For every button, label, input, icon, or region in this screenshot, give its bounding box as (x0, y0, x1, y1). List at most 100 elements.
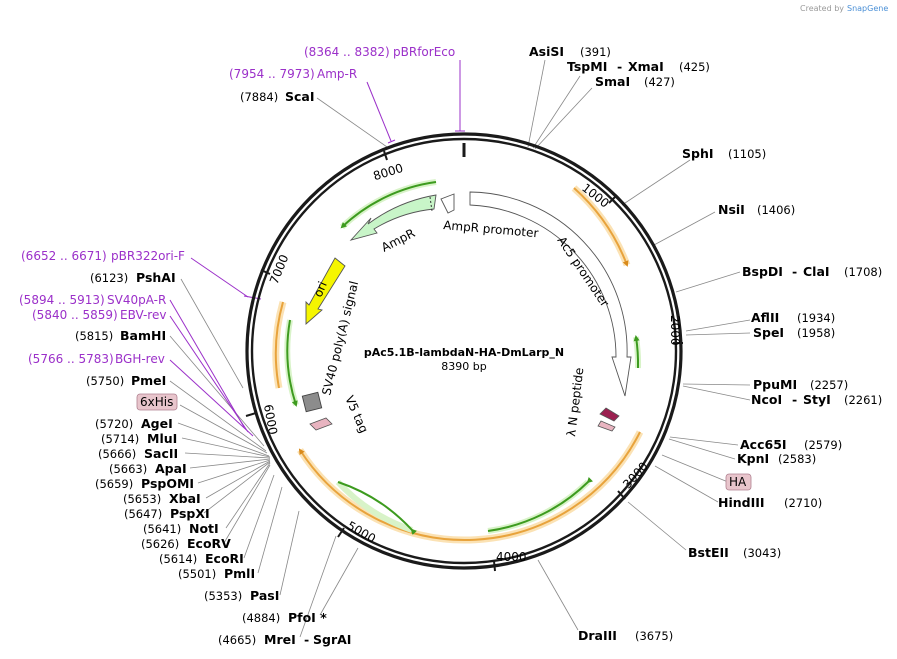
site-pasi-pos: (5353) (204, 589, 242, 603)
site-acc65i-name: Acc65I (740, 437, 787, 452)
site-pshai-pos: (6123) (90, 271, 128, 285)
site-bspdi-pos: (1708) (844, 265, 882, 279)
site-ecori-name: EcoRI (205, 551, 244, 566)
credit-prefix: Created by (800, 4, 844, 13)
site-xbai-pos: (5653) (123, 492, 161, 506)
primer-ebv-name: EBV-rev (120, 308, 166, 322)
site-kpni-pos: (2583) (778, 452, 816, 466)
primer-pbrforeco-name: pBRforEco (393, 45, 455, 59)
label-ampr: AmpR (379, 226, 417, 255)
site-ha-name: HA (729, 475, 747, 489)
v5-tag-shape (309, 417, 333, 431)
tick-7000: 7000 (267, 253, 291, 287)
site-sphi-name: SphI (682, 146, 714, 161)
site-sphi-pos: (1105) (728, 147, 766, 161)
site-hindiii-pos: (2710) (784, 496, 822, 510)
tick-8000: 8000 (372, 161, 405, 183)
site-clai-name: ClaI (803, 264, 830, 279)
lambda-n-shape (599, 407, 620, 422)
site-sixhis-name: 6xHis (140, 395, 173, 409)
site-mrei-pos: (4665) (218, 633, 256, 647)
site-scai-name: ScaI (285, 89, 315, 104)
site-pshai-name: PshAI (136, 270, 176, 285)
site-aflii-name: AflII (751, 310, 779, 325)
site-mrei-dash: - (304, 632, 309, 647)
sixhis-badge (136, 393, 178, 411)
site-pfoi-name: PfoI * (288, 610, 327, 625)
site-xbai-name: XbaI (169, 491, 201, 506)
orf-arcs (272, 185, 644, 544)
primer-ampr-range: (7954 .. 7973) (229, 67, 315, 81)
label-ampr-promoter: AmpR promoter (443, 218, 539, 240)
backbone-inner (250, 137, 678, 565)
site-tspmi-pos: (425) (679, 60, 710, 74)
site-smai-pos: (427) (644, 75, 675, 89)
ha-shape (597, 420, 616, 432)
right-enzyme-labels: AsiSI (391) TspMI - XmaI (425) SmaI (427… (529, 44, 882, 643)
primer-labels: (8364 .. 8382) pBRforEco (7954 .. 7973) … (19, 45, 455, 366)
site-aflii-pos: (1934) (797, 311, 835, 325)
site-nsii-pos: (1406) (757, 203, 795, 217)
site-spei-name: SpeI (753, 325, 784, 340)
site-tspmi-name: TspMI (567, 59, 607, 74)
leader-lines (169, 59, 751, 638)
primer-bgh-range: (5766 .. 5783) (28, 352, 114, 366)
site-kpni-name: KpnI (737, 451, 769, 466)
site-pmei-pos: (5750) (86, 374, 124, 388)
primer-ebv-range: (5840 .. 5859) (32, 308, 118, 322)
site-bsteii-name: BstEII (688, 545, 729, 560)
site-pmli-pos: (5501) (178, 567, 216, 581)
site-mlui-pos: (5714) (101, 432, 139, 446)
primer-sv40pa-name: SV40pA-R (107, 293, 166, 307)
feature-labels: AmpR promoter AmpR Ac5 promoter ori SV40… (311, 218, 612, 437)
credit-brand: SnapGene (847, 4, 888, 13)
site-ppumi-name: PpuMI (753, 377, 797, 392)
site-ppumi-pos: (2257) (810, 378, 848, 392)
site-mrei-name: MreI (264, 632, 296, 647)
site-ecorv-name: EcoRV (187, 536, 231, 551)
site-bamhi-pos: (5815) (75, 329, 113, 343)
site-nsii-name: NsiI (718, 202, 745, 217)
ac5-promoter-arrow (469, 191, 632, 397)
site-ecori-pos: (5614) (159, 552, 197, 566)
site-ncoi-name: NcoI (751, 392, 782, 407)
site-ecorv-pos: (5626) (141, 537, 179, 551)
site-bamhi-name: BamHI (120, 328, 166, 343)
site-styi-name: StyI (803, 392, 831, 407)
site-pspxi-pos: (5647) (124, 507, 162, 521)
primer-pbr322ori-name: pBR322ori-F (111, 249, 185, 263)
site-asisi-pos: (391) (580, 45, 611, 59)
backbone-outer (245, 132, 683, 570)
plasmid-name: pAc5.1B-lambdaN-HA-DmLarp_N (364, 346, 564, 359)
label-ori: ori (311, 279, 330, 299)
site-mlui-name: MluI (147, 431, 177, 446)
site-draiii-name: DraIII (578, 628, 617, 643)
plasmid-length: 8390 bp (441, 360, 486, 373)
primer-ampr-name: Amp-R (317, 67, 357, 81)
site-ncoi-dash: - (792, 392, 797, 407)
site-bspdi-name: BspDI (742, 264, 783, 279)
site-draiii-pos: (3675) (635, 629, 673, 643)
site-noti-pos: (5641) (143, 522, 181, 536)
site-noti-name: NotI (189, 521, 219, 536)
site-acc65i-pos: (2579) (804, 438, 842, 452)
site-pspomi-name: PspOMI (141, 476, 194, 491)
position-ticks (245, 150, 683, 572)
site-smai-name: SmaI (595, 74, 630, 89)
site-pmei-name: PmeI (131, 373, 166, 388)
primer-bgh-name: BGH-rev (115, 352, 165, 366)
site-tspmi-dash: - (617, 59, 622, 74)
site-pspxi-name: PspXI (170, 506, 210, 521)
ampr-arrow (349, 194, 437, 241)
site-apai-pos: (5663) (109, 462, 147, 476)
primer-leaders (169, 60, 465, 437)
site-pasi-name: PasI (250, 588, 279, 603)
tick-6000: 6000 (261, 403, 280, 436)
site-agei-pos: (5720) (95, 417, 133, 431)
site-asisi-name: AsiSI (529, 44, 564, 59)
primer-sv40pa-range: (5894 .. 5913) (19, 293, 105, 307)
ha-badge (725, 473, 752, 491)
site-agei-name: AgeI (141, 416, 173, 431)
site-sgrai-name: SgrAI (313, 632, 351, 647)
